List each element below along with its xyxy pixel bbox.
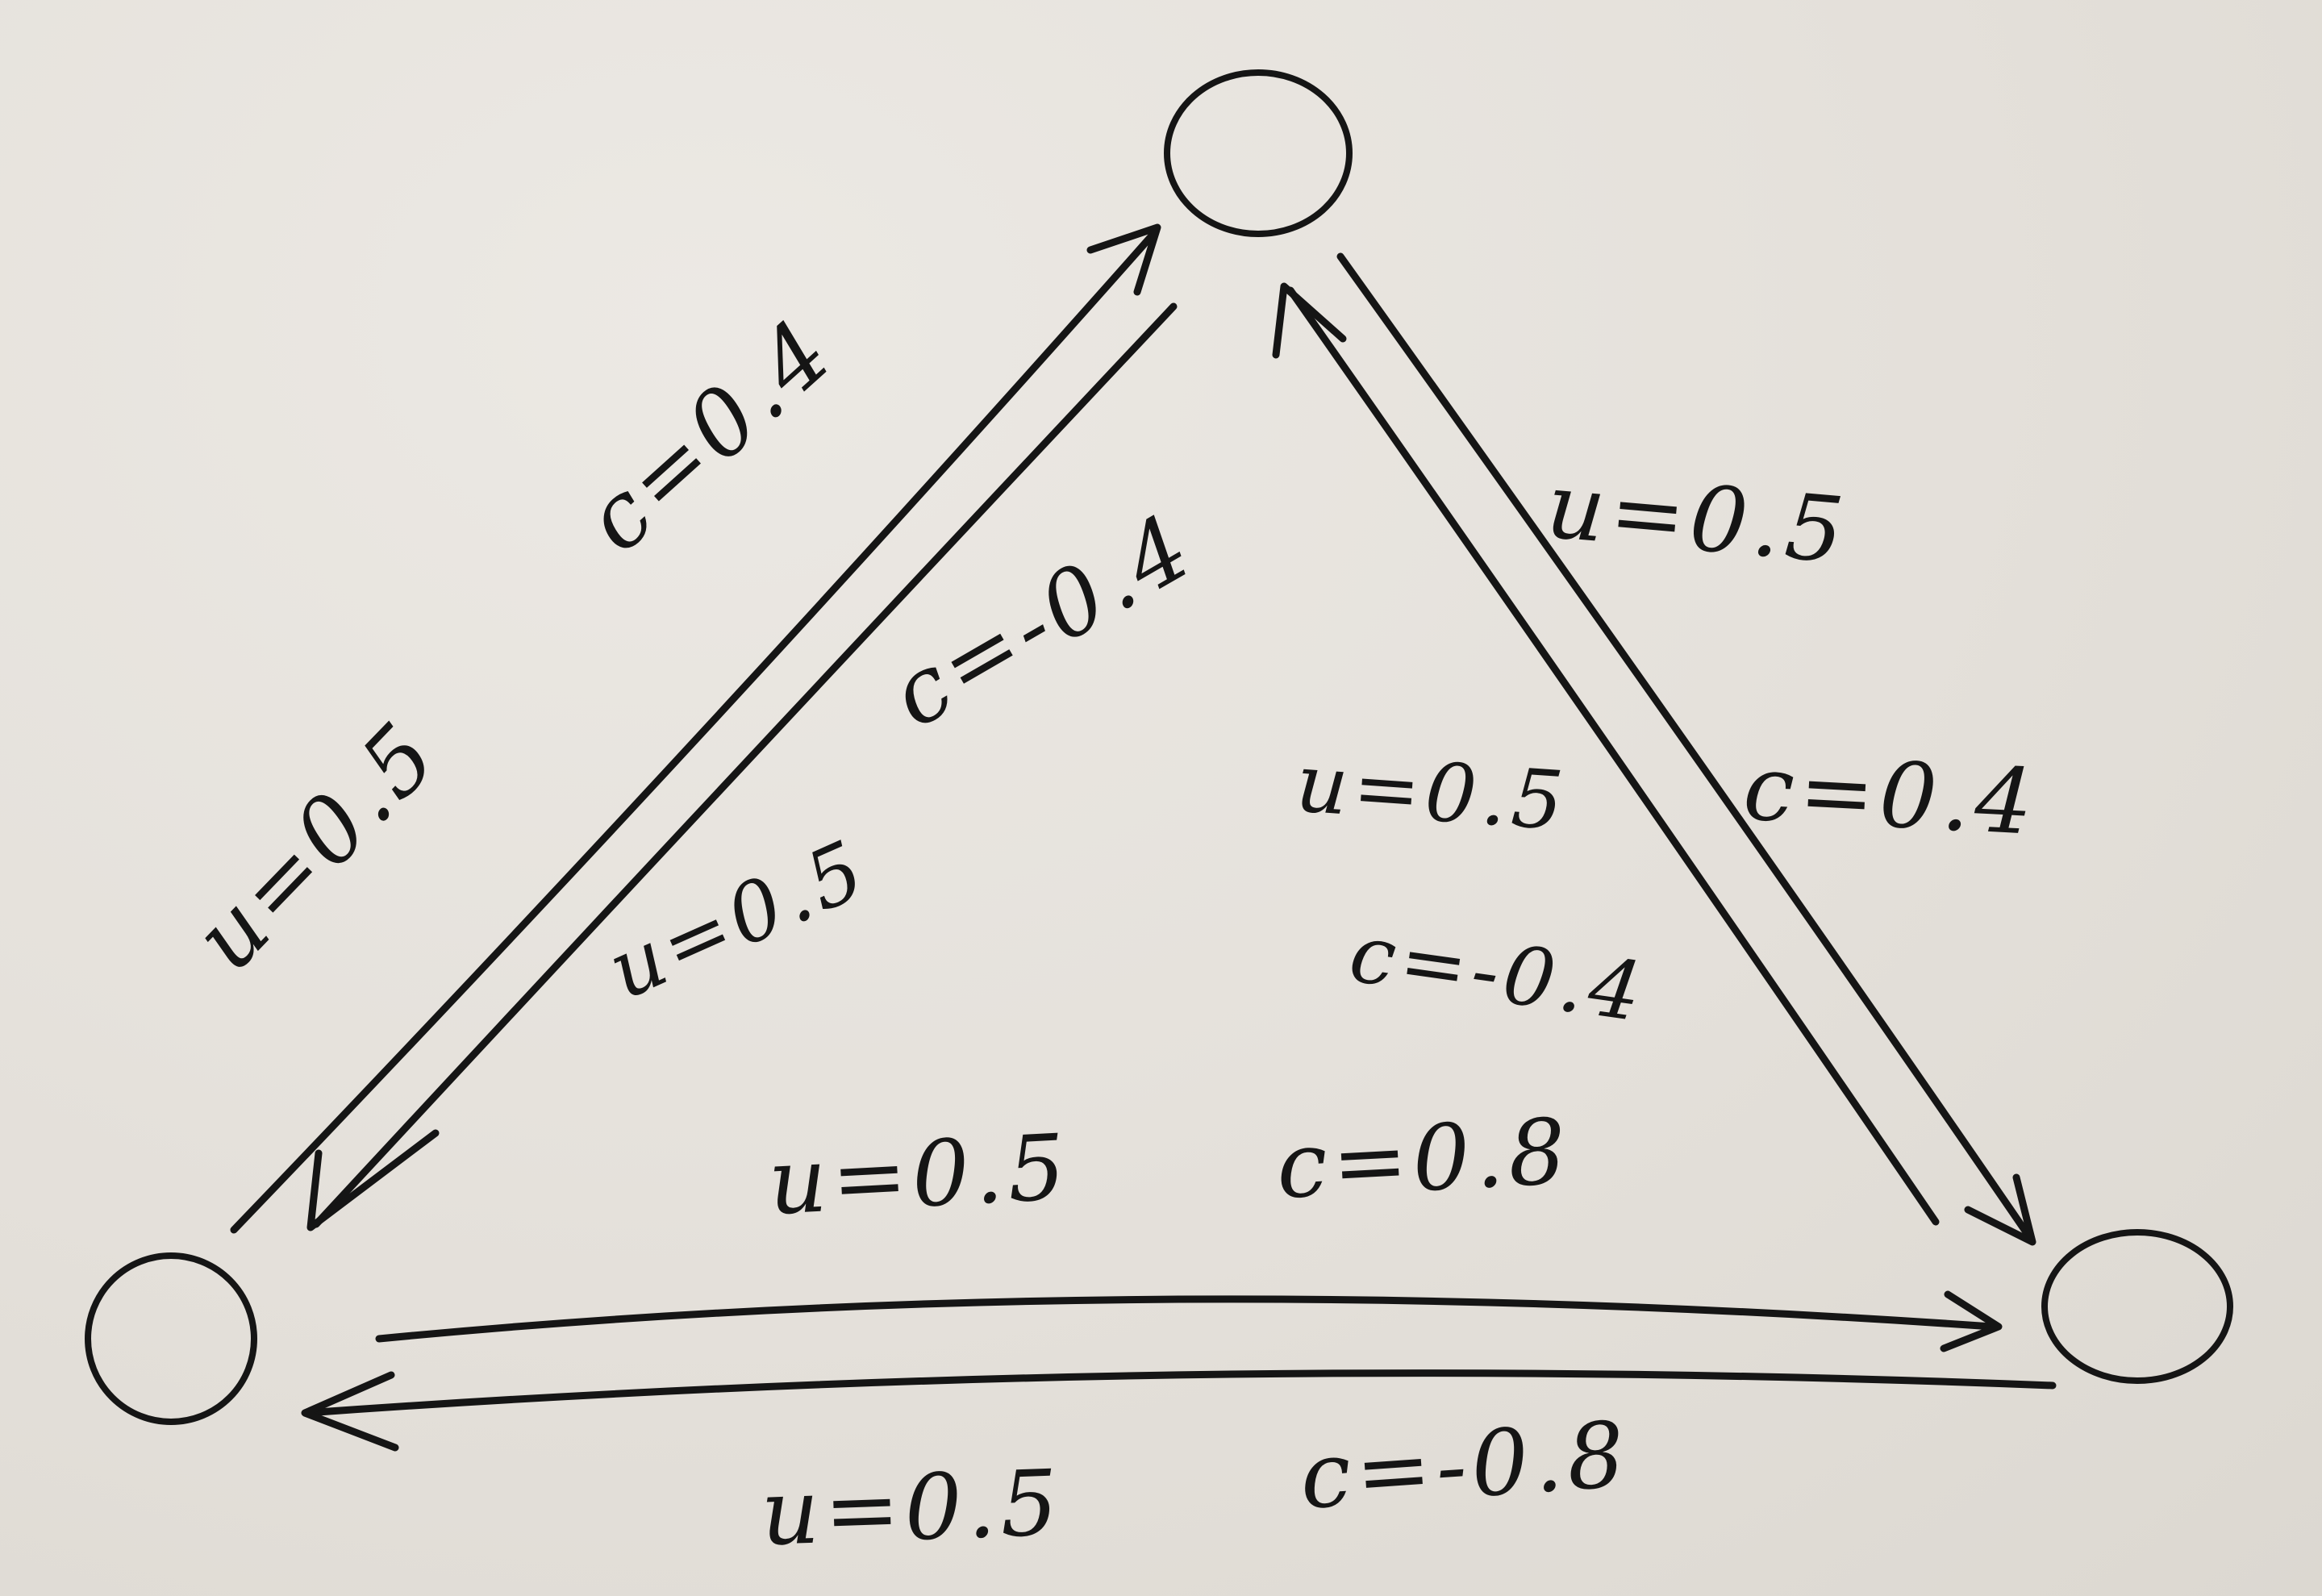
edge-top-to-br xyxy=(1336,252,2032,1240)
label-br-to-top-u: u=0.5 xyxy=(1293,735,1571,848)
label-top-to-br-c: c=0.4 xyxy=(1741,735,2041,856)
label-br-to-bl-c: c=-0.8 xyxy=(1297,1402,1633,1530)
edge-bl-to-top xyxy=(230,230,1157,1234)
label-top-to-br-u: u=0.5 xyxy=(1543,453,1853,584)
edge-br-to-top xyxy=(1286,286,1940,1226)
arrowhead-br-to-bl xyxy=(301,1371,399,1452)
node-bottom-left xyxy=(85,1252,257,1425)
label-bl-to-br-u: u=0.5 xyxy=(766,1115,1073,1236)
arrowhead-top-to-bl xyxy=(306,1129,440,1231)
arrowhead-top-to-br xyxy=(1964,1173,2036,1246)
label-top-to-bl-u: u=0.5 xyxy=(594,821,882,1018)
label-top-to-bl-c: c=-0.4 xyxy=(874,494,1212,749)
edge-bl-to-br xyxy=(375,1295,1996,1343)
label-br-to-bl-u: u=0.5 xyxy=(759,1451,1064,1566)
edge-br-to-bl xyxy=(302,1369,2057,1417)
label-bl-to-top-u: u=0.5 xyxy=(174,701,459,990)
label-bl-to-top-c: c=0.4 xyxy=(565,298,854,573)
label-br-to-top-c: c=-0.4 xyxy=(1344,906,1652,1040)
node-top xyxy=(1164,69,1353,237)
node-bottom-right xyxy=(2041,1229,2233,1384)
arrowhead-bl-to-br xyxy=(1940,1290,2003,1352)
arrowhead-bl-to-top xyxy=(1086,223,1161,296)
label-bl-to-br-c: c=0.8 xyxy=(1274,1099,1574,1219)
edge-top-to-bl xyxy=(312,302,1178,1228)
arrowhead-br-to-top xyxy=(1272,282,1347,359)
